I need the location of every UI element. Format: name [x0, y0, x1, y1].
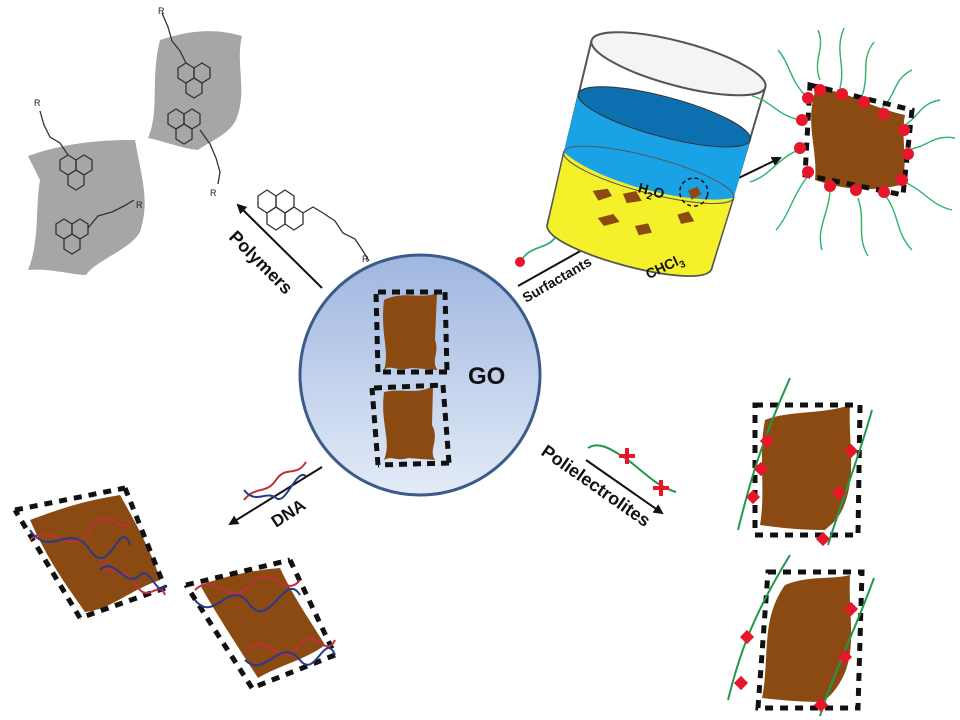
- label-dna: DNA: [268, 495, 309, 531]
- go-flakes-chloroform: [592, 188, 695, 236]
- surfactant-coated-go: [749, 27, 956, 257]
- arrow-polymers: [236, 203, 323, 289]
- go-center: GO: [298, 253, 542, 497]
- beaker: [546, 31, 767, 277]
- dna-coated-go-1: [12, 485, 168, 621]
- charge-marker: [619, 448, 635, 464]
- polymer-r-label-2: R: [136, 200, 143, 210]
- polyelectrolyte-coated-go-2: [727, 554, 875, 717]
- charge-marker: [653, 480, 669, 496]
- polymer-r-label-1: R: [34, 98, 41, 108]
- dna-coated-go-2: [183, 557, 338, 691]
- label-polymers: Polymers: [225, 227, 296, 298]
- go-sheet-bottom: [369, 382, 452, 468]
- polymer-r-label-3: R: [158, 6, 165, 16]
- arrow-polielectrolites: [585, 459, 664, 515]
- go-label: GO: [468, 363, 505, 390]
- polymer-r-label-4: R: [210, 188, 217, 198]
- arrow-dna: [228, 466, 323, 526]
- water-label: H2O: [635, 179, 666, 205]
- polymer-sheet-2: R R: [148, 6, 242, 198]
- water-surface: [577, 86, 751, 148]
- label-polielectrolites: Polielectrolites: [538, 441, 654, 531]
- polyelectrolyte-molecule: [587, 444, 677, 496]
- dna-helix-small: [243, 461, 307, 501]
- pyrene-molecule: R: [257, 189, 370, 264]
- highlight-circle: [679, 177, 709, 207]
- go-sheet-top: [373, 289, 450, 375]
- go-circle: [298, 253, 542, 497]
- polyelectrolyte-coated-go-1: [737, 377, 873, 547]
- pyrene-r-label: R: [362, 254, 369, 264]
- polymer-sheet-1: R R: [28, 98, 145, 275]
